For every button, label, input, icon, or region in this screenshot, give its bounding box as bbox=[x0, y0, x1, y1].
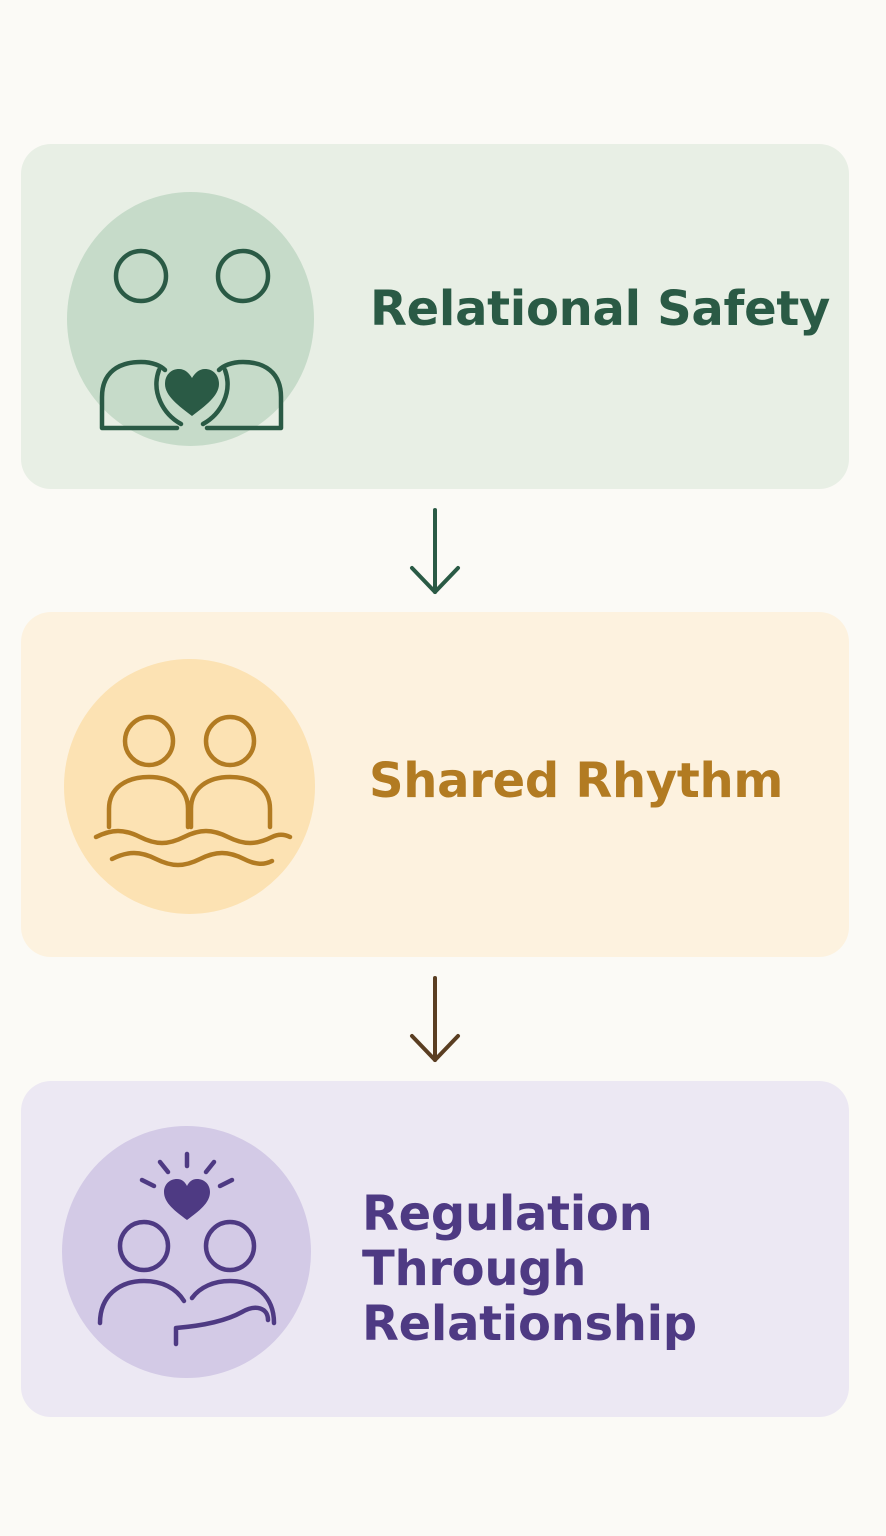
down-arrow-icon bbox=[410, 976, 460, 1062]
icon-circle bbox=[62, 1126, 311, 1378]
two-people-supporting-heart-icon bbox=[97, 1151, 277, 1347]
down-arrow-icon bbox=[410, 508, 460, 594]
icon-circle bbox=[67, 192, 314, 446]
step-label: Relational Safety bbox=[370, 281, 830, 337]
step-label: Regulation Through Relationship bbox=[362, 1186, 697, 1353]
step-card-shared-rhythm: Shared Rhythm bbox=[21, 612, 849, 957]
two-people-waves-icon bbox=[93, 714, 293, 868]
step-label: Shared Rhythm bbox=[369, 753, 784, 809]
two-people-heart-icon bbox=[99, 248, 284, 431]
step-card-regulation-through-relationship: Regulation Through Relationship bbox=[21, 1081, 849, 1417]
step-card-relational-safety: Relational Safety bbox=[21, 144, 849, 489]
icon-circle bbox=[64, 659, 315, 914]
